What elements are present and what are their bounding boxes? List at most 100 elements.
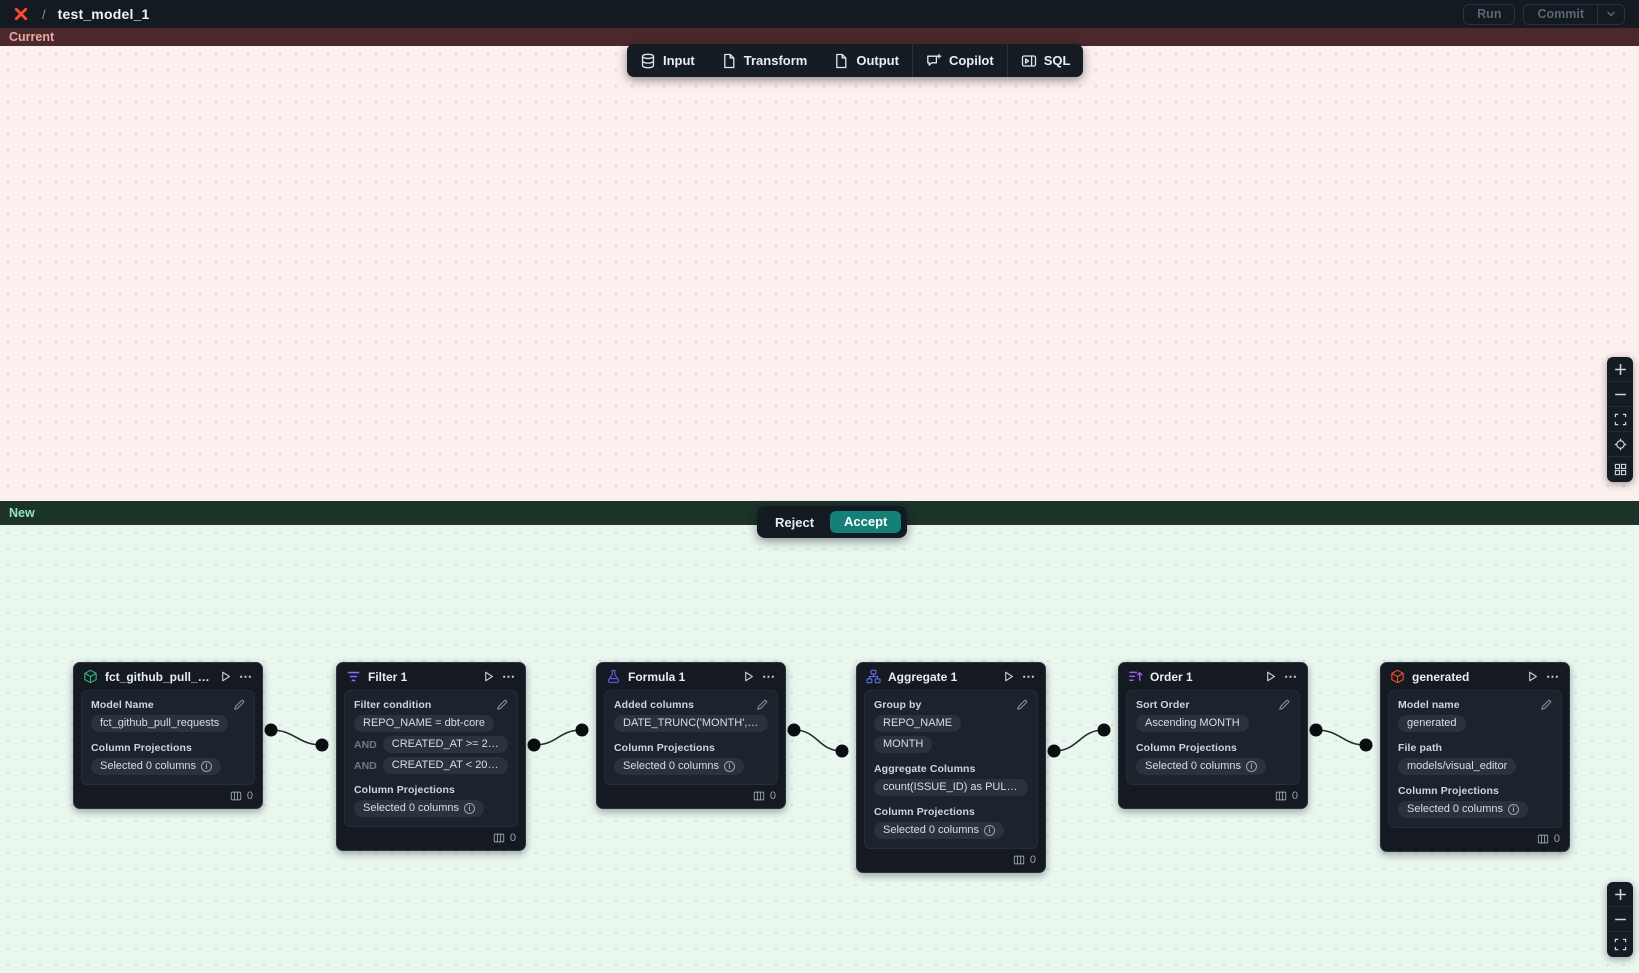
commit-button[interactable]: Commit bbox=[1524, 5, 1597, 24]
info-icon[interactable]: i bbox=[984, 824, 995, 836]
input-handle[interactable] bbox=[835, 744, 849, 758]
sort-order-pill[interactable]: Ascending MONTH bbox=[1136, 715, 1249, 732]
node-header[interactable]: Filter 1 ⋯ bbox=[337, 663, 525, 689]
run-button[interactable]: Run bbox=[1463, 3, 1516, 25]
sql-panel-icon bbox=[1021, 53, 1037, 69]
node-filter-1[interactable]: Filter 1 ⋯ Filter condition REPO_NAME = … bbox=[336, 662, 526, 851]
play-icon[interactable] bbox=[482, 670, 495, 683]
minimap-icon[interactable] bbox=[1607, 457, 1633, 482]
node-palette-toolbar: Input Transform Output Copilot SQL bbox=[627, 44, 1084, 77]
row-count[interactable]: 0 bbox=[769, 790, 776, 802]
play-icon[interactable] bbox=[1002, 670, 1015, 683]
row-count[interactable]: 0 bbox=[1291, 790, 1298, 802]
input-handle[interactable] bbox=[1097, 723, 1111, 737]
edit-pencil-icon[interactable] bbox=[1278, 699, 1290, 711]
input-handle[interactable] bbox=[1359, 738, 1373, 752]
more-menu-icon[interactable]: ⋯ bbox=[502, 668, 516, 684]
commit-dropdown-button[interactable] bbox=[1597, 4, 1624, 24]
node-generated[interactable]: generated ⋯ Model name generated File pa… bbox=[1380, 662, 1570, 852]
filter-condition-pill[interactable]: REPO_NAME = dbt-core bbox=[354, 715, 494, 732]
filter-condition-pill[interactable]: CREATED_AT >= 2024-12-01 bbox=[382, 736, 508, 753]
edit-pencil-icon[interactable] bbox=[496, 699, 508, 711]
output-handle[interactable] bbox=[1309, 723, 1323, 737]
more-menu-icon[interactable]: ⋯ bbox=[1022, 668, 1036, 684]
more-menu-icon[interactable]: ⋯ bbox=[239, 668, 253, 684]
output-handle[interactable] bbox=[1047, 744, 1061, 758]
edit-pencil-icon[interactable] bbox=[1540, 699, 1552, 711]
fit-view-icon[interactable] bbox=[1607, 932, 1633, 957]
current-section-bar: Current bbox=[0, 28, 1639, 46]
node-header[interactable]: generated ⋯ bbox=[1381, 663, 1569, 689]
node-fct-github-pull-requests[interactable]: fct_github_pull_requests ⋯ Model Name fc… bbox=[73, 662, 263, 809]
zoom-in-icon[interactable] bbox=[1607, 357, 1633, 382]
edge bbox=[270, 729, 323, 746]
fit-view-icon[interactable] bbox=[1607, 407, 1633, 432]
sort-icon bbox=[1128, 669, 1143, 684]
current-canvas[interactable] bbox=[0, 46, 1639, 501]
node-order-1[interactable]: Order 1 ⋯ Sort Order Ascending MONTH Col… bbox=[1118, 662, 1308, 809]
node-header[interactable]: Formula 1 ⋯ bbox=[597, 663, 785, 689]
row-count[interactable]: 0 bbox=[509, 832, 516, 844]
breadcrumb-separator: / bbox=[42, 6, 46, 22]
group-by-pill[interactable]: REPO_NAME bbox=[874, 715, 962, 732]
field-label: Column Projections bbox=[354, 784, 455, 796]
dbt-logo-icon[interactable] bbox=[12, 5, 30, 23]
play-icon[interactable] bbox=[1264, 670, 1277, 683]
zoom-out-icon[interactable] bbox=[1607, 382, 1633, 407]
output-handle[interactable] bbox=[787, 723, 801, 737]
output-handle[interactable] bbox=[527, 738, 541, 752]
file-path-pill[interactable]: models/visual_editor bbox=[1398, 758, 1517, 775]
locate-icon[interactable] bbox=[1607, 432, 1633, 457]
toolbar-copilot-button[interactable]: Copilot bbox=[913, 44, 1007, 77]
filter-condition-pill[interactable]: CREATED_AT < 2025-03-01 bbox=[382, 757, 508, 774]
play-icon[interactable] bbox=[742, 670, 755, 683]
row-count[interactable]: 0 bbox=[246, 790, 253, 802]
diff-decision-bar: Reject Accept bbox=[757, 506, 908, 538]
node-formula-1[interactable]: Formula 1 ⋯ Added columns DATE_TRUNC('MO… bbox=[596, 662, 786, 809]
row-count[interactable]: 0 bbox=[1553, 833, 1560, 845]
info-icon[interactable]: i bbox=[201, 760, 212, 772]
model-name-pill[interactable]: generated bbox=[1398, 715, 1466, 732]
field-label: Group by bbox=[874, 699, 922, 711]
play-icon[interactable] bbox=[219, 670, 232, 683]
input-handle[interactable] bbox=[575, 723, 589, 737]
node-title: Aggregate 1 bbox=[888, 669, 958, 684]
row-count[interactable]: 0 bbox=[1029, 854, 1036, 866]
node-header[interactable]: fct_github_pull_requests ⋯ bbox=[74, 663, 262, 689]
info-icon[interactable]: i bbox=[724, 760, 735, 772]
zoom-in-icon[interactable] bbox=[1607, 882, 1633, 907]
zoom-out-icon[interactable] bbox=[1607, 907, 1633, 932]
more-menu-icon[interactable]: ⋯ bbox=[762, 668, 776, 684]
new-canvas[interactable]: fct_github_pull_requests ⋯ Model Name fc… bbox=[0, 525, 1639, 973]
group-by-pill[interactable]: MONTH bbox=[874, 736, 933, 753]
model-name-pill[interactable]: fct_github_pull_requests bbox=[91, 715, 229, 732]
reject-button[interactable]: Reject bbox=[763, 512, 826, 533]
more-menu-icon[interactable]: ⋯ bbox=[1284, 668, 1298, 684]
play-icon[interactable] bbox=[1526, 670, 1539, 683]
node-aggregate-1[interactable]: Aggregate 1 ⋯ Group by REPO_NAME MONTH A… bbox=[856, 662, 1046, 873]
edit-pencil-icon[interactable] bbox=[756, 699, 768, 711]
info-icon[interactable]: i bbox=[464, 802, 475, 814]
aggregate-columns-pill[interactable]: count(ISSUE_ID) as PULL_REQUEST_… bbox=[874, 779, 1028, 796]
info-icon[interactable]: i bbox=[1508, 803, 1519, 815]
toolbar-transform-button[interactable]: Transform bbox=[708, 44, 821, 77]
toolbar-sql-button[interactable]: SQL bbox=[1008, 44, 1084, 77]
input-handle[interactable] bbox=[315, 738, 329, 752]
edit-pencil-icon[interactable] bbox=[233, 699, 245, 711]
added-columns-pill[interactable]: DATE_TRUNC('MONTH', CREATED_AT… bbox=[614, 715, 768, 732]
node-header[interactable]: Aggregate 1 ⋯ bbox=[857, 663, 1045, 689]
output-handle[interactable] bbox=[264, 723, 278, 737]
more-menu-icon[interactable]: ⋯ bbox=[1546, 668, 1560, 684]
toolbar-output-button[interactable]: Output bbox=[820, 44, 912, 77]
edit-pencil-icon[interactable] bbox=[1016, 699, 1028, 711]
accept-button[interactable]: Accept bbox=[830, 511, 902, 533]
info-icon[interactable]: i bbox=[1246, 760, 1257, 772]
toolbar-input-button[interactable]: Input bbox=[627, 44, 708, 77]
node-header[interactable]: Order 1 ⋯ bbox=[1119, 663, 1307, 689]
